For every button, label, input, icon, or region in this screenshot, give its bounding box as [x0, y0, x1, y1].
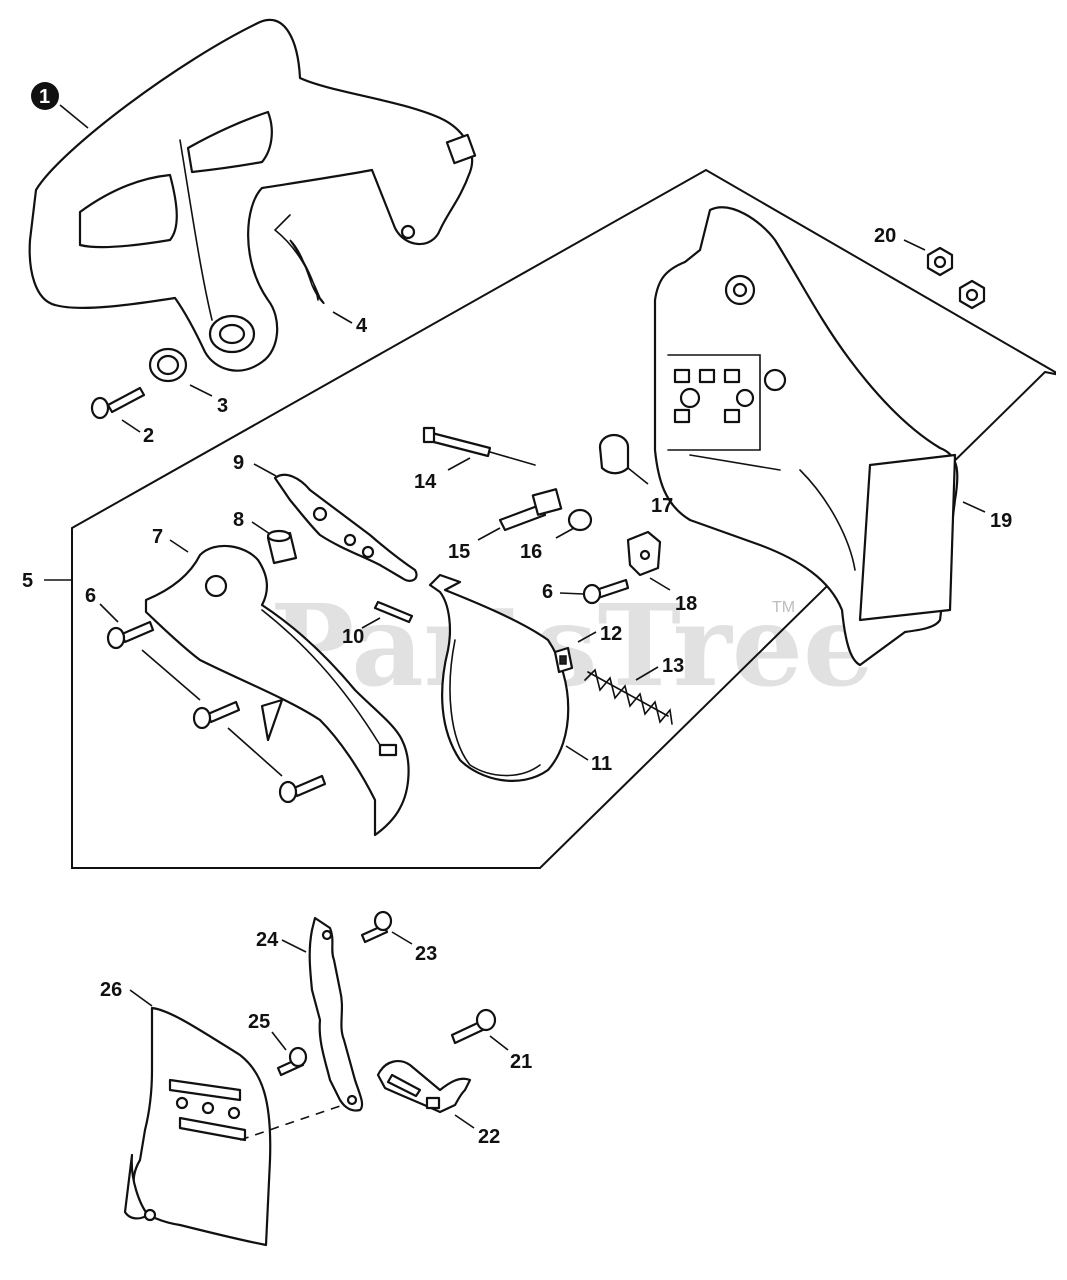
front-handle-part[interactable]: [28, 19, 477, 372]
leader-15: [477, 527, 501, 541]
tension-pin-part[interactable]: [498, 488, 563, 532]
leader-8: [251, 521, 271, 535]
brake-band-part[interactable]: [428, 573, 570, 782]
spring-clip-part[interactable]: [273, 214, 325, 304]
callout-4-label: 4: [356, 315, 368, 337]
callout-20-label: 20: [874, 225, 896, 247]
leader-4: [332, 311, 353, 324]
callout-17-label: 17: [651, 495, 673, 517]
leader-16: [555, 527, 575, 539]
leader-21: [489, 1035, 509, 1051]
leader-6-left-c: [227, 727, 283, 777]
pin-part-10[interactable]: [373, 600, 414, 624]
spring-part-13[interactable]: [584, 668, 673, 725]
callout-7-label: 7: [152, 526, 163, 548]
leader-13: [635, 666, 659, 681]
callout-3-label: 3: [217, 395, 228, 417]
callout-11-label: 11: [591, 753, 612, 775]
leader-6-right: [559, 592, 585, 595]
callout-15-label: 15: [448, 541, 470, 563]
callout-12-label: 12: [600, 623, 622, 645]
callout-23-label: 23: [415, 943, 437, 965]
leader-2: [121, 419, 141, 433]
lever-plate-part[interactable]: [273, 473, 418, 582]
leader-17: [627, 467, 649, 485]
adjuster-gear-part[interactable]: [598, 433, 630, 475]
bracket-part[interactable]: [626, 530, 662, 577]
alignment-dashed-line: [239, 1105, 341, 1141]
leader-26: [129, 989, 153, 1007]
callout-14-label: 14: [414, 471, 437, 493]
watermark-text: PartsTree: [270, 581, 874, 712]
bolt-part-23[interactable]: [360, 910, 393, 944]
leader-7: [169, 539, 189, 553]
leader-3: [189, 384, 213, 397]
chain-cover-housing-part[interactable]: [653, 206, 959, 667]
chain-catcher-plate-part[interactable]: [308, 916, 364, 1112]
leader-24: [281, 939, 307, 953]
tensioner-part[interactable]: [376, 1060, 472, 1114]
small-gear-part[interactable]: [567, 508, 593, 532]
leader-12: [577, 631, 597, 643]
leader-22: [454, 1114, 475, 1129]
callout-19-label: 19: [990, 510, 1012, 532]
bushing-part-8[interactable]: [266, 529, 298, 565]
callout-26-label: 26: [100, 979, 122, 1001]
tension-screw-part[interactable]: [422, 426, 536, 466]
callout-9-label: 9: [233, 452, 244, 474]
callout-5-label: 5: [22, 570, 33, 592]
leader-19: [962, 501, 986, 513]
leader-6-left: [99, 603, 119, 623]
callout-22-label: 22: [478, 1126, 500, 1148]
watermark-trademark: TM: [772, 599, 795, 616]
bolt-part-25[interactable]: [276, 1046, 308, 1077]
callout-6-right-label: 6: [542, 581, 553, 603]
callout-2-label: 2: [143, 425, 154, 447]
callout-13-label: 13: [662, 655, 684, 677]
callout-21-label: 21: [510, 1051, 532, 1073]
leader-6-left-b: [141, 649, 201, 701]
leader-18: [649, 577, 671, 591]
callout-18-label: 18: [675, 593, 697, 615]
callout-8-label: 8: [233, 509, 244, 531]
callout-6-left-label: 6: [85, 585, 96, 607]
leader-25: [271, 1031, 287, 1051]
block-part-12[interactable]: [553, 646, 574, 674]
callout-16-label: 16: [520, 541, 542, 563]
leader-10: [361, 617, 381, 629]
chain-brake-body-part[interactable]: [144, 544, 410, 837]
leader-20: [903, 239, 926, 251]
callout-10-label: 10: [342, 626, 364, 648]
leader-9: [253, 463, 277, 477]
bolt-part-21[interactable]: [450, 1008, 497, 1045]
bolt-part-6-left[interactable]: [106, 620, 327, 804]
leader-23: [391, 931, 413, 945]
bar-plate-part[interactable]: [123, 1006, 272, 1247]
callout-1-label: 1: [39, 86, 50, 108]
leader-1: [59, 104, 89, 129]
nut-part-20[interactable]: [926, 246, 986, 310]
bolt-part-2[interactable]: [90, 386, 146, 420]
callout-24-label: 24: [256, 929, 279, 951]
bushing-part[interactable]: [148, 347, 188, 383]
callout-25-label: 25: [248, 1011, 270, 1033]
leader-14: [447, 457, 471, 471]
assembly-frame: [71, 168, 1056, 869]
callout-1-badge: [31, 82, 59, 110]
leader-11: [565, 745, 589, 761]
